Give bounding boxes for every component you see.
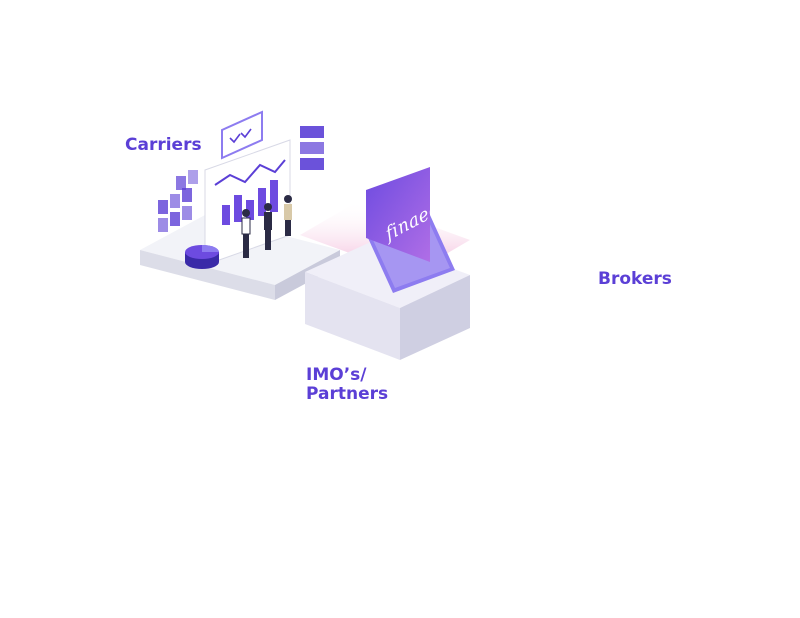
carriers-label: Carriers (125, 135, 202, 155)
document-icon (300, 126, 324, 170)
pie-chart-icon (185, 245, 219, 269)
bar-chart-icon (222, 180, 278, 225)
laptop-icon (366, 167, 455, 293)
checkmark-board-icon (221, 110, 263, 160)
bar-chart-icon (158, 170, 198, 232)
person-icon (241, 195, 292, 258)
imo-partners-label: IMO’s/ Partners (306, 365, 389, 404)
brokers-label: Brokers (598, 269, 672, 289)
